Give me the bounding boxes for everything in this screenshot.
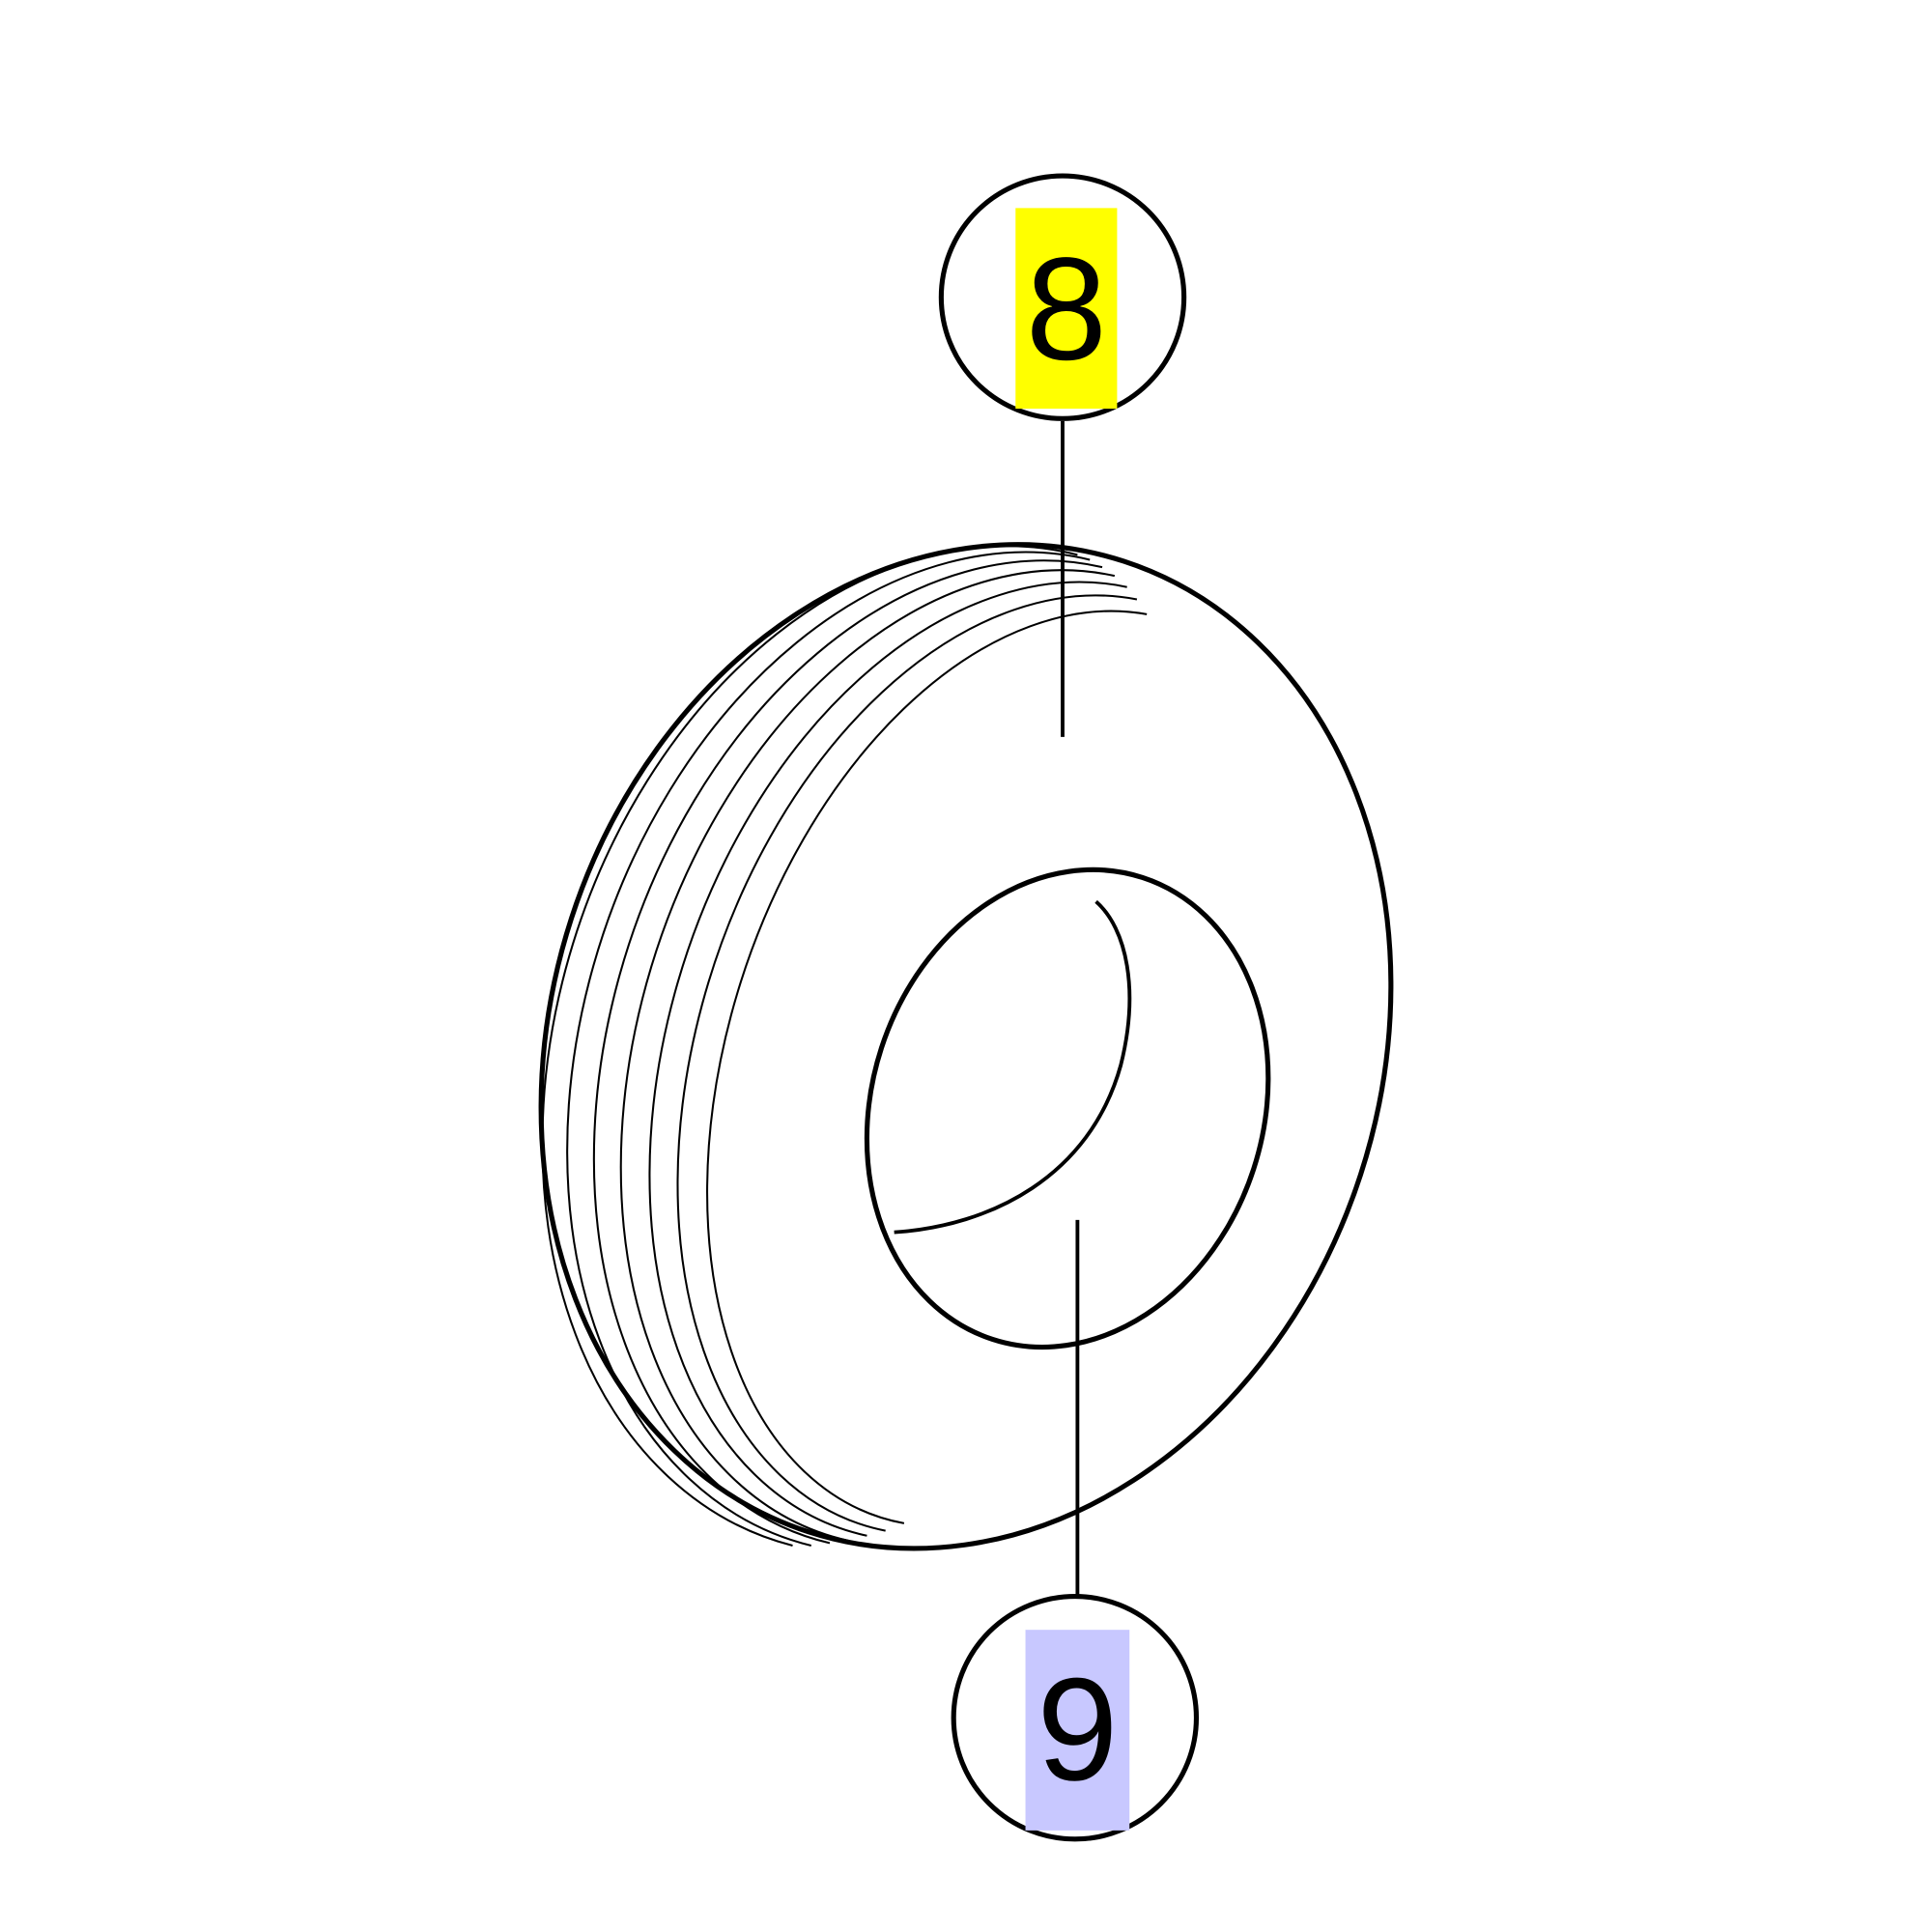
tire-outer-edge bbox=[538, 542, 1394, 1551]
tire bbox=[538, 542, 1394, 1551]
callout-8[interactable]: 8 bbox=[938, 173, 1187, 421]
rim-hole-front bbox=[864, 867, 1271, 1350]
callout-9-highlight bbox=[1025, 1630, 1130, 1831]
callout-8-highlight bbox=[1015, 208, 1118, 410]
callout-9-label: 9 bbox=[1037, 1648, 1118, 1811]
callout-8-label: 8 bbox=[1026, 228, 1107, 391]
tread-grooves bbox=[541, 545, 1148, 1547]
callout-9[interactable]: 9 bbox=[951, 1594, 1200, 1842]
rim-hole-back-edge bbox=[894, 899, 1132, 1235]
